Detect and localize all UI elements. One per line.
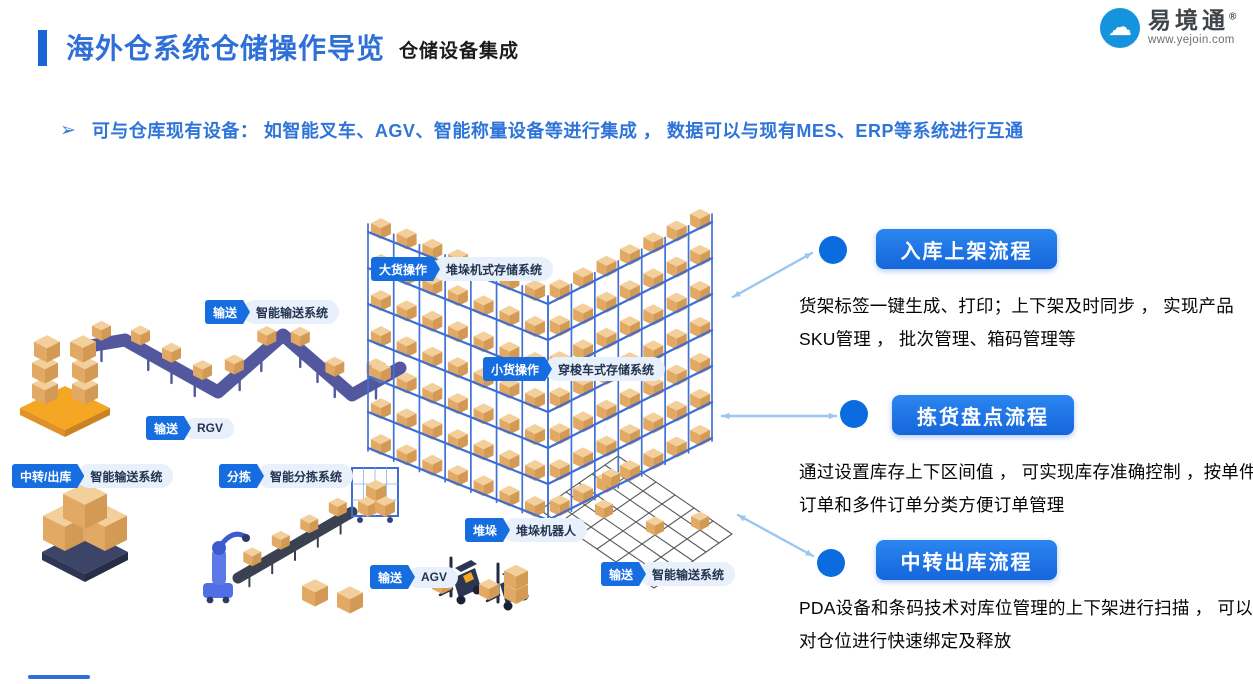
- tag-label: 智能输送系统: [77, 464, 174, 488]
- tag-label: 智能分拣系统: [257, 464, 354, 488]
- transfer-outbound-desc: PDA设备和条码技术对库位管理的上下架进行扫描 ， 可以对仓位进行快速绑定及释放: [799, 598, 1253, 652]
- diagram-tag-transfer-out: 中转/出库 智能输送系统: [12, 464, 174, 488]
- brand-text: 易境通: [1148, 7, 1229, 33]
- bullet-arrow-icon: ➢: [60, 119, 76, 141]
- bullet-text: 可与仓库现有设备： 如智能叉车、AGV、智能称量设备等进行集成 ， 数据可以与现…: [91, 121, 1024, 141]
- brand-name: 易境通®: [1148, 7, 1237, 33]
- header: 海外仓系统仓储操作导览 仓储设备集成: [38, 30, 519, 66]
- registered-mark: ®: [1229, 11, 1237, 23]
- tag-head: 堆垛: [465, 518, 510, 542]
- diagram-tag-convey-1: 输送 智能输送系统: [205, 300, 340, 324]
- page-title: 海外仓系统仓储操作导览: [66, 33, 386, 65]
- tag-label: AGV: [408, 566, 459, 588]
- page-subtitle: 仓储设备集成: [399, 41, 520, 62]
- picking-stocktake-button[interactable]: 拣货盘点流程: [892, 395, 1074, 435]
- tag-head: 分拣: [219, 464, 264, 488]
- footer-accent-line: [28, 675, 90, 679]
- picking-stocktake-desc: 通过设置库存上下区间值 ， 可实现库存准确控制 ，按单件订单和多件订单分类方便订…: [799, 462, 1253, 516]
- brand-logo: ☁ 易境通® www.yejoin.com: [1100, 7, 1237, 48]
- tag-head: 大货操作: [371, 257, 440, 281]
- diagram-tag-small-ops: 小货操作 穿梭车式存储系统: [483, 357, 666, 381]
- tag-label: 堆垛机器人: [503, 518, 588, 542]
- transfer-outbound-button[interactable]: 中转出库流程: [876, 540, 1057, 580]
- tag-label: 智能输送系统: [639, 562, 736, 586]
- diagram-tag-palletizing: 堆垛 堆垛机器人: [465, 518, 588, 542]
- tag-label: RGV: [184, 417, 235, 439]
- tag-label: 堆垛机式存储系统: [433, 257, 554, 281]
- process-dot-outbound: [817, 549, 845, 577]
- brand-url: www.yejoin.com: [1148, 34, 1235, 47]
- process-dot-inbound: [819, 236, 847, 264]
- process-dot-picking: [840, 400, 868, 428]
- tag-head: 输送: [146, 416, 191, 440]
- inbound-shelving-desc: 货架标签一键生成、打印；上下架及时同步 ， 实现产品SKU管理 ， 批次管理、箱…: [799, 296, 1234, 350]
- tag-head: 中转/出库: [12, 464, 84, 488]
- diagram-tag-rgv: 输送 RGV: [146, 416, 235, 440]
- diagram-tag-agv: 输送 AGV: [370, 565, 459, 589]
- tag-head: 输送: [601, 562, 646, 586]
- diagram-tag-bulk-ops: 大货操作 堆垛机式存储系统: [371, 257, 554, 281]
- diagram-tag-sorting: 分拣 智能分拣系统: [219, 464, 354, 488]
- cloud-logo-icon: ☁: [1100, 8, 1140, 48]
- tag-label: 智能输送系统: [243, 300, 340, 324]
- tag-head: 输送: [205, 300, 250, 324]
- tag-label: 穿梭车式存储系统: [545, 357, 666, 381]
- title-accent-bar: [38, 30, 47, 66]
- intro-bullet: ➢ 可与仓库现有设备： 如智能叉车、AGV、智能称量设备等进行集成 ， 数据可以…: [60, 117, 1023, 143]
- tag-head: 输送: [370, 565, 415, 589]
- tag-head: 小货操作: [483, 357, 552, 381]
- diagram-tag-convey-2: 输送 智能输送系统: [601, 562, 736, 586]
- inbound-shelving-button[interactable]: 入库上架流程: [876, 229, 1057, 269]
